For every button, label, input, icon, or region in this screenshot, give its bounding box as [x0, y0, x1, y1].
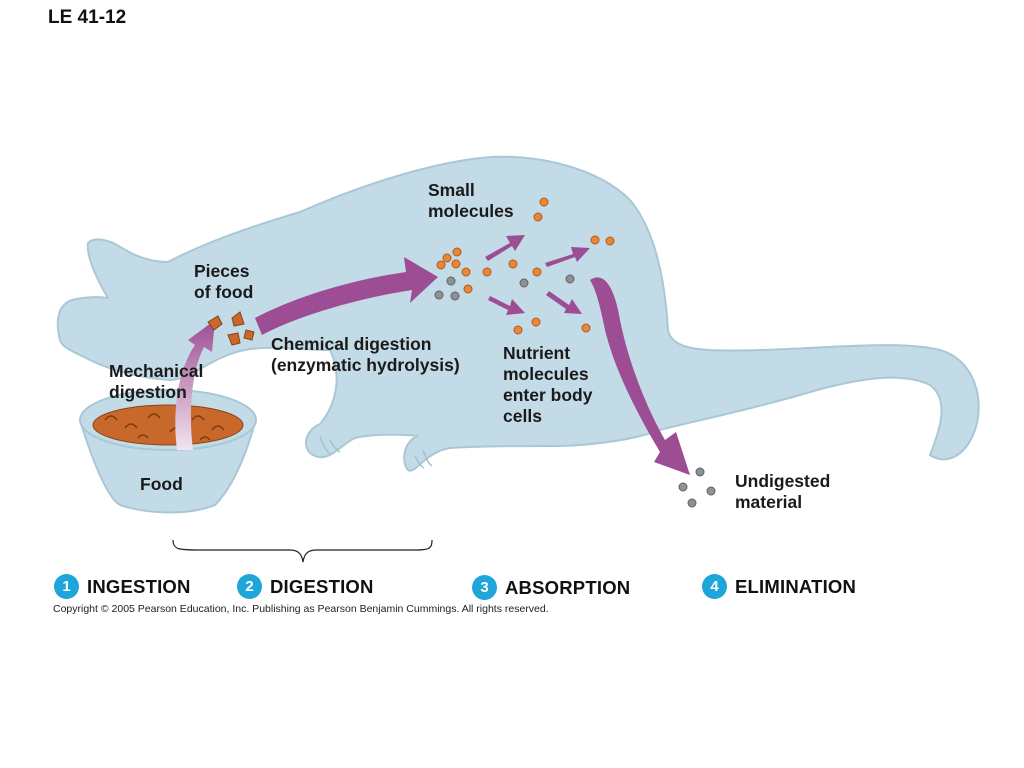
label-small-molecules: Small molecules	[428, 180, 514, 221]
digestion-brace	[172, 539, 433, 563]
label-undigested-material: Undigested material	[735, 471, 831, 512]
mechanical-digestion-arrow	[175, 320, 215, 450]
pieces-of-food-marks	[207, 311, 255, 346]
cat-silhouette	[56, 155, 980, 472]
small-molecules	[436, 197, 615, 335]
stage-number-badge: 2	[237, 574, 262, 599]
cat-body	[56, 155, 980, 472]
label-food: Food	[140, 474, 183, 494]
absorption-arrows	[485, 235, 590, 315]
stage-number-badge: 1	[54, 574, 79, 599]
label-pieces-of-food: Pieces of food	[194, 261, 254, 302]
stage-number-badge: 4	[702, 574, 727, 599]
food-bowl	[78, 389, 257, 514]
stage-elimination: 4 ELIMINATION	[702, 574, 856, 599]
stage-name: ABSORPTION	[505, 576, 631, 598]
stage-name: ELIMINATION	[735, 575, 857, 597]
stage-name: INGESTION	[87, 575, 191, 597]
chemical-digestion-arrow	[255, 257, 438, 335]
stage-absorption: 3 ABSORPTION	[472, 575, 630, 600]
undigested-material-dots	[678, 467, 716, 508]
stage-number-badge: 3	[472, 575, 497, 600]
gray-molecules	[434, 274, 575, 301]
figure-id: LE 41-12	[48, 7, 127, 28]
cat-paw-lines	[319, 435, 433, 469]
bowl-food	[92, 404, 244, 446]
label-nutrient-molecules: Nutrient molecules enter body cells	[503, 343, 593, 426]
stage-ingestion: 1 INGESTION	[54, 574, 191, 599]
label-mechanical-digestion: Mechanical digestion	[109, 361, 204, 402]
stage-name: DIGESTION	[270, 575, 374, 597]
elimination-arrow	[590, 277, 690, 475]
label-chemical-digestion: Chemical digestion (enzymatic hydrolysis…	[271, 334, 460, 375]
copyright-notice: Copyright © 2005 Pearson Education, Inc.…	[53, 603, 549, 615]
stage-digestion: 2 DIGESTION	[237, 574, 374, 599]
